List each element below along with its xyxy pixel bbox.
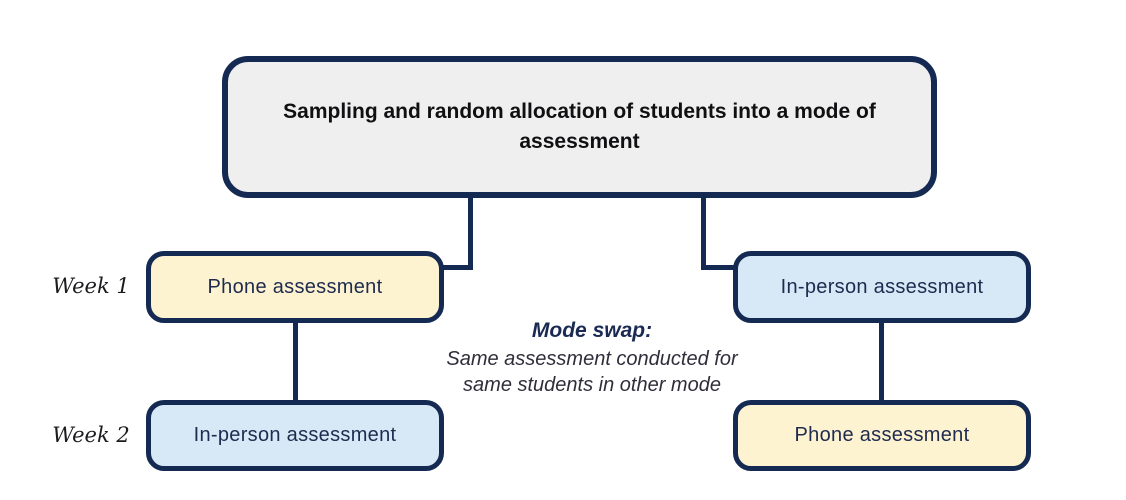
mode-swap-body-line1: Same assessment conducted for (446, 348, 738, 370)
week2-left-box-label: In-person assessment (193, 424, 397, 446)
week2-right-box-label: Phone assessment (794, 424, 970, 446)
connector-top-to-week1-right-horizontal (701, 265, 738, 270)
mode-swap-body-line2: same students in other mode (463, 374, 721, 397)
connector-top-to-week1-left-vertical (468, 196, 473, 270)
week1-label: Week 1 (52, 274, 130, 298)
top-box-label: Sampling and random allocation of studen… (283, 99, 876, 153)
week2-label: Week 2 (52, 423, 130, 447)
connector-week1-week2-right (879, 322, 884, 402)
week1-inperson-assessment-box: In-person assessment (733, 251, 1031, 323)
connector-top-to-week1-right-vertical (701, 196, 706, 270)
mode-swap-annotation: Mode swap: Same assessment conducted for… (412, 319, 772, 399)
top-box-sampling: Sampling and random allocation of studen… (222, 56, 937, 198)
week1-right-box-label: In-person assessment (780, 275, 984, 298)
connector-week1-week2-left (293, 322, 298, 402)
connector-top-to-week1-left-horizontal (441, 265, 473, 270)
mode-swap-heading: Mode swap: (531, 319, 653, 342)
week1-phone-assessment-box: Phone assessment (146, 251, 444, 323)
week2-inperson-assessment-box: In-person assessment (146, 400, 444, 471)
week1-left-box-label: Phone assessment (207, 275, 383, 298)
week2-phone-assessment-box: Phone assessment (733, 400, 1031, 471)
